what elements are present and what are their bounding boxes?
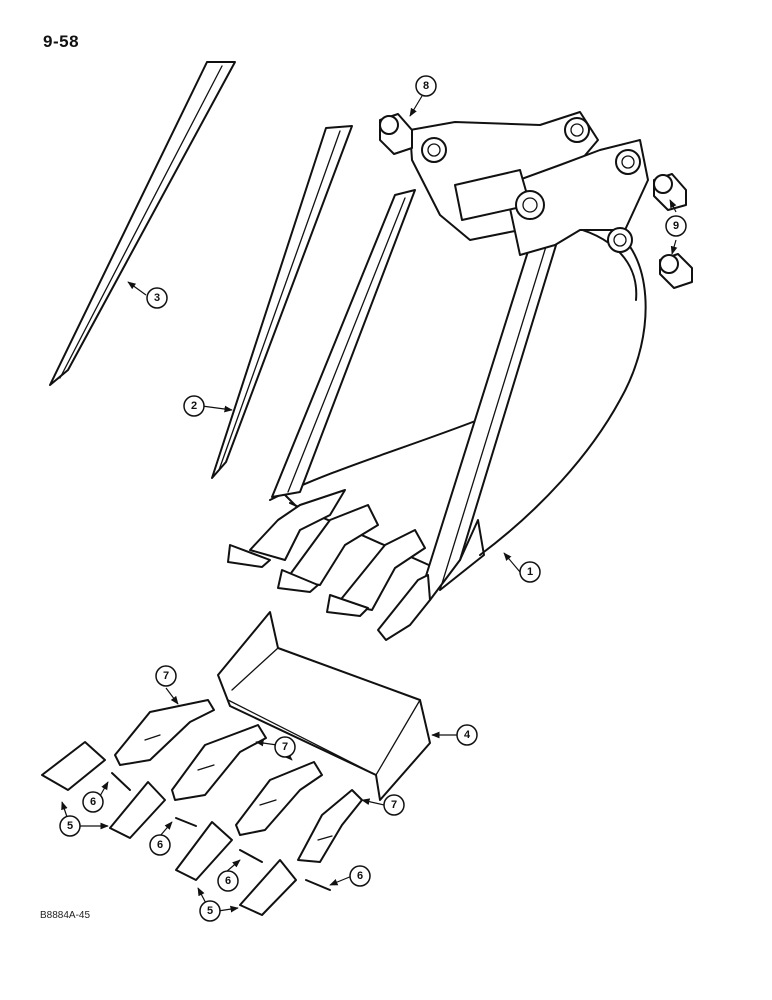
callout-6: 6: [349, 865, 371, 887]
svg-text:6: 6: [157, 839, 163, 851]
side-cutter: [211, 125, 353, 479]
svg-text:6: 6: [225, 875, 231, 887]
drawing-code: B8884A-45: [40, 910, 91, 921]
bucket: [227, 111, 649, 641]
callout-4: 4: [456, 724, 478, 746]
callout-6: 6: [149, 834, 171, 856]
callout-8: 8: [415, 75, 437, 97]
tooth-adapter: [114, 699, 363, 863]
callout-9: 9: [665, 215, 687, 237]
side-cutter-long: [49, 61, 236, 386]
svg-text:6: 6: [90, 796, 96, 808]
page-number: 9-58: [43, 32, 80, 51]
callout-7: 7: [155, 665, 177, 687]
svg-text:7: 7: [163, 670, 169, 682]
svg-text:5: 5: [207, 905, 213, 917]
svg-text:7: 7: [282, 741, 288, 753]
callout-7: 7: [383, 794, 405, 816]
callout-6: 6: [217, 870, 239, 892]
retainer-pin: [111, 772, 331, 891]
svg-text:1: 1: [527, 566, 533, 578]
callout-7: 7: [274, 736, 296, 758]
svg-text:8: 8: [423, 80, 429, 92]
svg-text:6: 6: [357, 870, 363, 882]
bushing-8: [379, 113, 413, 155]
bushing-9: [653, 173, 693, 289]
svg-text:5: 5: [67, 820, 73, 832]
tooth-point: [41, 741, 297, 916]
cutting-edge: [217, 611, 431, 801]
svg-text:7: 7: [391, 799, 397, 811]
callout-3: 3: [146, 287, 168, 309]
callout-6: 6: [82, 791, 104, 813]
callout-1: 1: [519, 561, 541, 583]
svg-text:3: 3: [154, 292, 160, 304]
callout-2: 2: [183, 395, 205, 417]
callout-5: 5: [59, 815, 81, 837]
callout-5: 5: [199, 900, 221, 922]
svg-text:4: 4: [464, 729, 471, 741]
svg-text:9: 9: [673, 220, 679, 232]
svg-text:2: 2: [191, 400, 197, 412]
